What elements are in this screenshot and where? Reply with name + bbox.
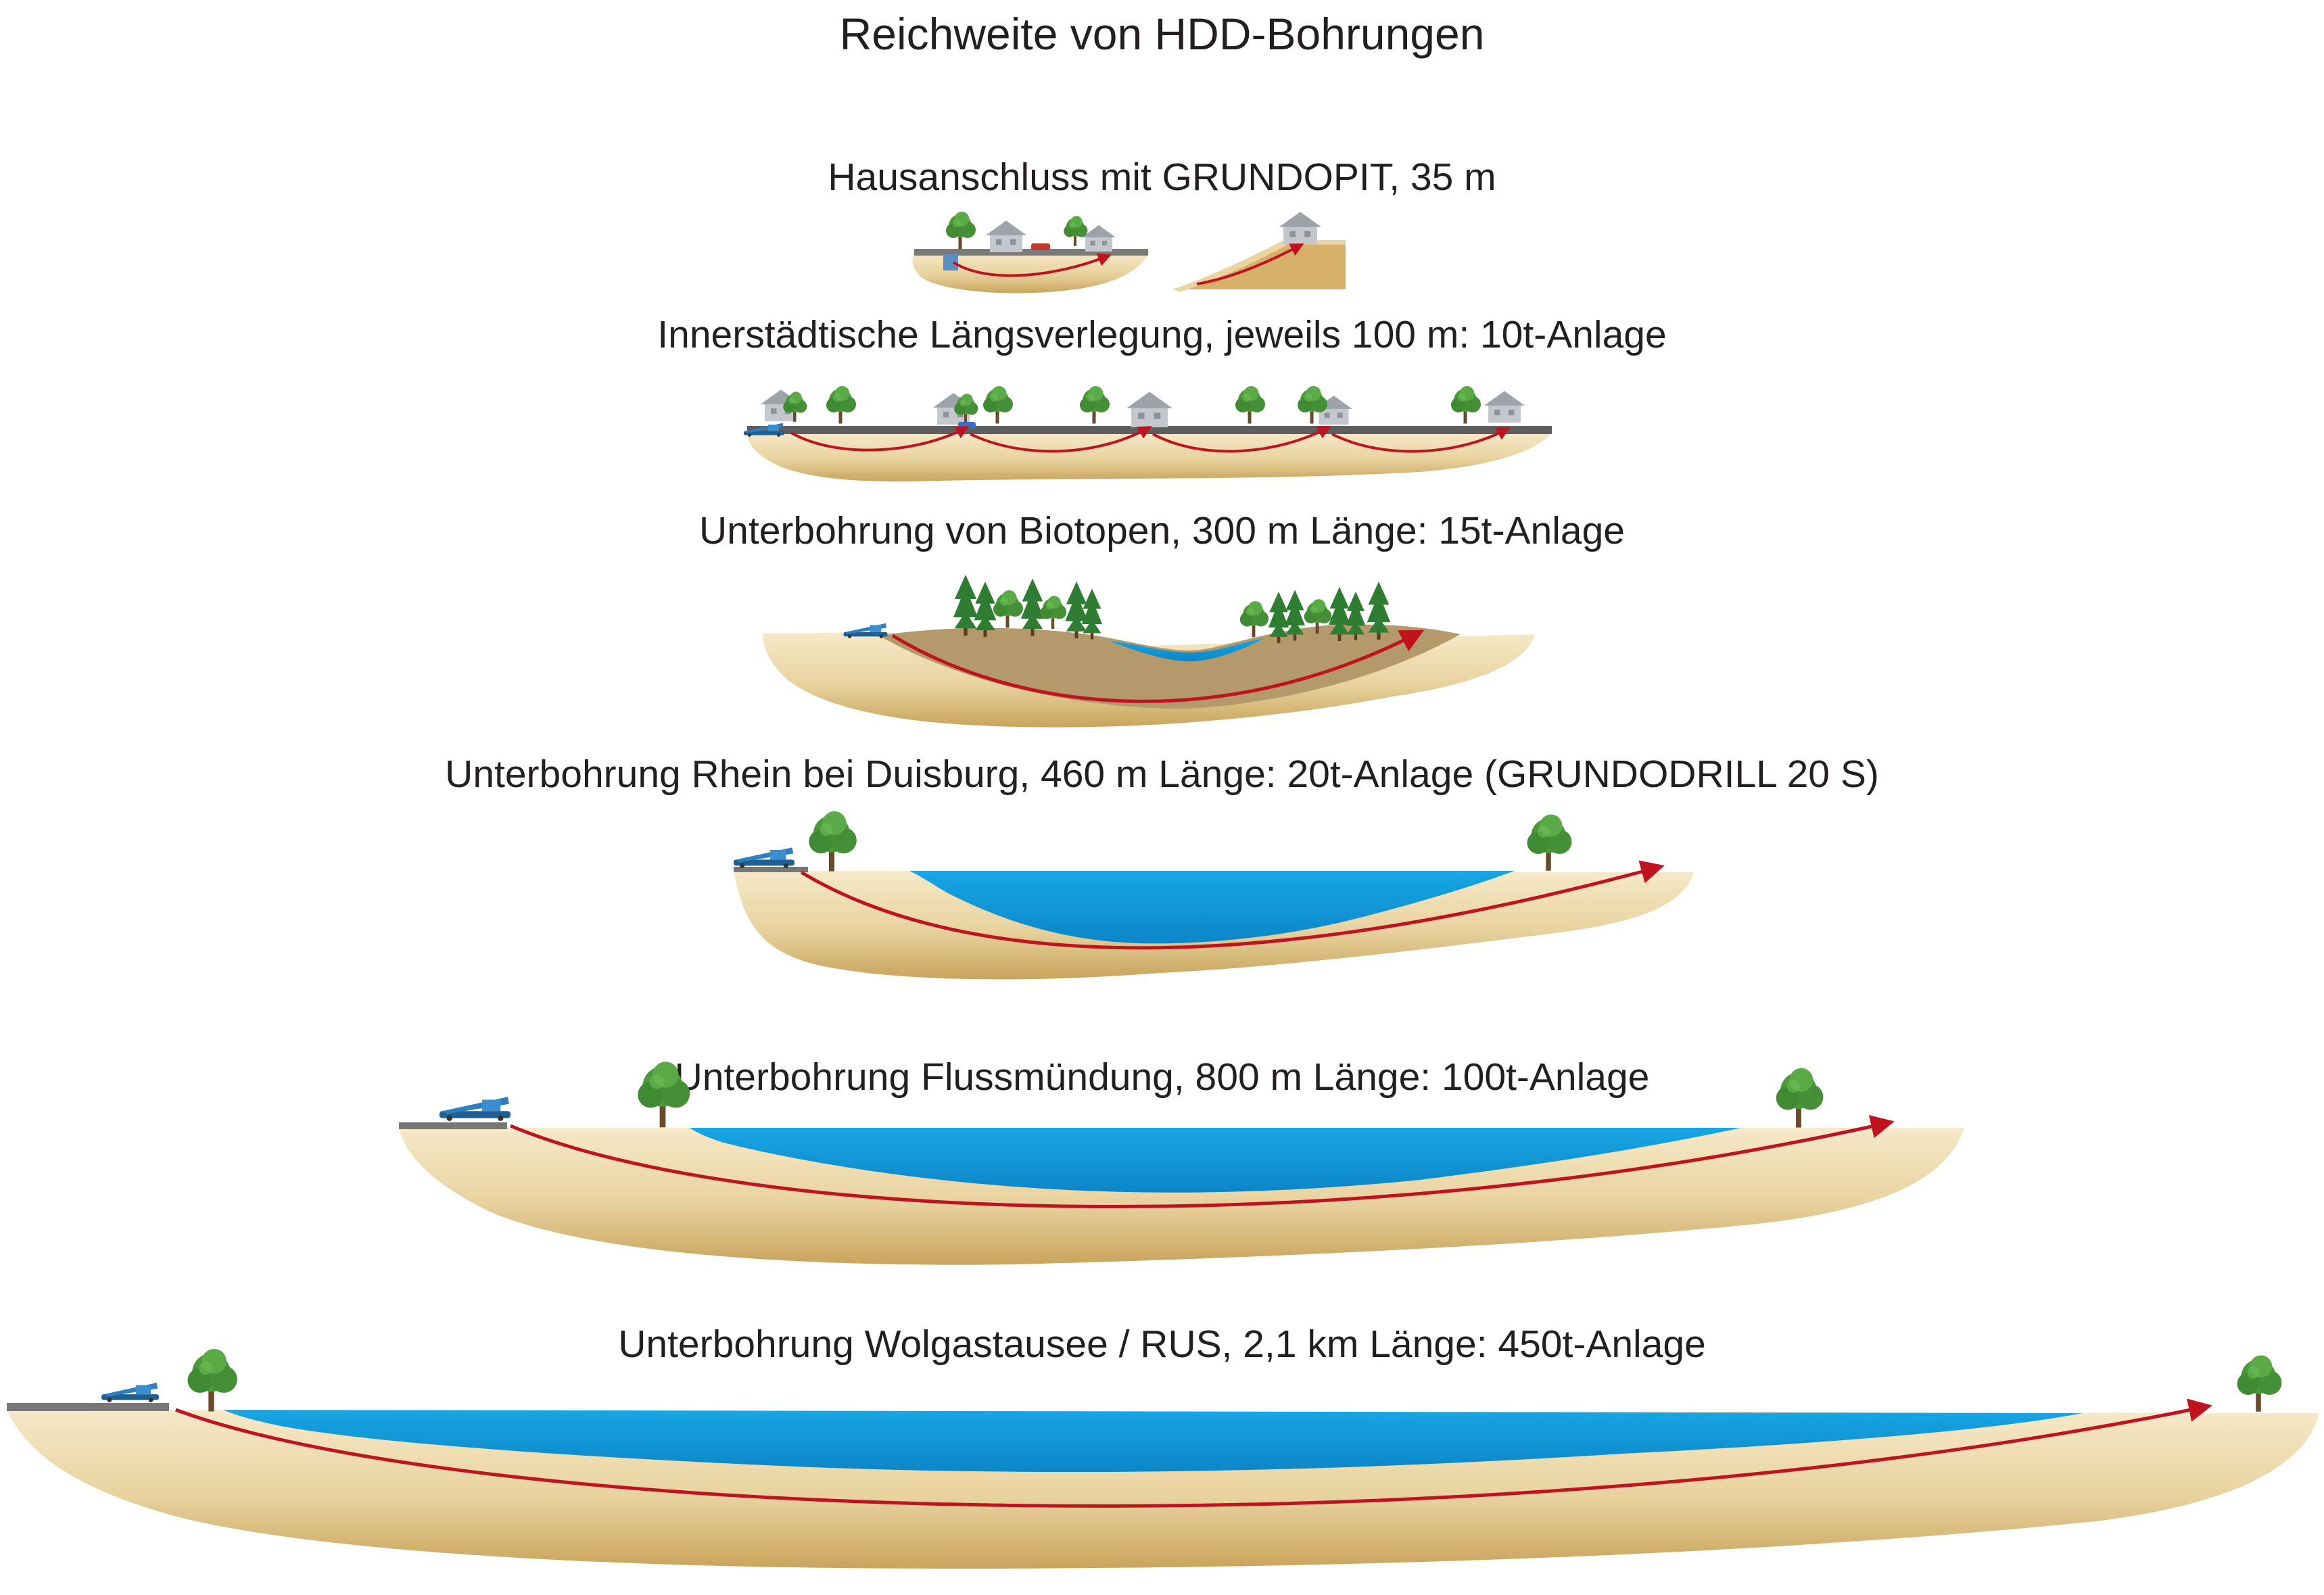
- pond: [1109, 638, 1264, 661]
- bore-path: [1152, 426, 1331, 453]
- sand-body: [399, 1128, 1964, 1265]
- road-surface: [399, 1122, 507, 1129]
- conifer-icon: [1346, 592, 1366, 640]
- label-hausanschluss: Hausanschluss mit GRUNDOPIT, 35 m: [828, 156, 1496, 199]
- tree-icon: [1776, 1068, 1824, 1128]
- bore-path: [800, 860, 1665, 950]
- rig-icon: [101, 1383, 159, 1402]
- scene-innerstaedtisch: [744, 386, 1552, 482]
- tree-icon: [1064, 216, 1088, 246]
- rig-icon: [843, 623, 888, 638]
- scene-biotope: [763, 575, 1535, 728]
- label-wolgastausee: Unterbohrung Wolgastausee / RUS, 2,1 km …: [618, 1323, 1706, 1366]
- scene-flussmuendung: [399, 1062, 1964, 1265]
- house-icon: [1279, 212, 1322, 245]
- tree-icon: [2237, 1355, 2282, 1412]
- conifer-icon: [1329, 587, 1350, 641]
- rig-icon: [440, 1097, 511, 1121]
- sand-body: [747, 433, 1552, 482]
- label-rhein: Unterbohrung Rhein bei Duisburg, 460 m L…: [445, 753, 1879, 796]
- tree-icon: [1040, 596, 1067, 629]
- tree-icon: [809, 811, 857, 872]
- street-surface: [914, 249, 1148, 256]
- tree-icon: [1239, 601, 1269, 638]
- car-icon: [1031, 243, 1050, 250]
- tree-icon: [993, 590, 1023, 628]
- conifer-icon: [1021, 578, 1044, 636]
- label-flussmuendung: Unterbohrung Flussmündung, 800 m Länge: …: [674, 1055, 1650, 1099]
- road-surface: [7, 1403, 169, 1411]
- house-icon: [1127, 391, 1172, 427]
- house-icon: [986, 220, 1026, 252]
- scene-rhein: [734, 811, 1694, 980]
- bore-path: [790, 426, 970, 452]
- bore-path: [891, 629, 1425, 703]
- tree-icon: [638, 1062, 690, 1128]
- tree-icon: [187, 1349, 237, 1412]
- diagram-title: Reichweite von HDD-Bohrungen: [839, 9, 1485, 59]
- tree-icon: [1080, 386, 1110, 424]
- bore-path: [970, 426, 1152, 453]
- bore-path: [952, 253, 1112, 277]
- conifer-icon: [1268, 592, 1289, 643]
- river-water: [909, 871, 1515, 944]
- river-water: [690, 1128, 1741, 1193]
- tree-icon: [1235, 386, 1265, 424]
- tree-icon: [826, 386, 856, 424]
- tree-icon: [983, 386, 1013, 424]
- bore-path: [175, 1398, 2212, 1508]
- scene-hausanschluss: [912, 212, 1346, 293]
- tree-icon: [1451, 386, 1481, 424]
- bore-path: [1331, 427, 1511, 453]
- bore-path: [1196, 243, 1304, 285]
- reservoir-water: [223, 1410, 2083, 1473]
- pit-icon: [943, 254, 958, 270]
- conifer-icon: [1082, 588, 1102, 640]
- label-biotope: Unterbohrung von Biotopen, 300 m Länge: …: [699, 509, 1625, 552]
- rig-icon: [734, 847, 795, 868]
- road-surface: [734, 867, 808, 872]
- conifer-icon: [974, 581, 997, 637]
- conifer-icon: [1367, 581, 1391, 640]
- conifer-icon: [953, 575, 978, 636]
- conifer-icon: [1065, 581, 1088, 638]
- slope-surface: [1173, 240, 1346, 292]
- scene-wolgastausee: [7, 1349, 2319, 1569]
- conifer-icon: [1285, 590, 1305, 641]
- tree-icon: [1527, 814, 1572, 871]
- tree-icon: [946, 212, 976, 249]
- bore-path: [510, 1115, 1895, 1209]
- house-icon: [1484, 391, 1525, 423]
- label-innerstaedtisch: Innerstädtische Längsverlegung, jeweils …: [657, 313, 1667, 356]
